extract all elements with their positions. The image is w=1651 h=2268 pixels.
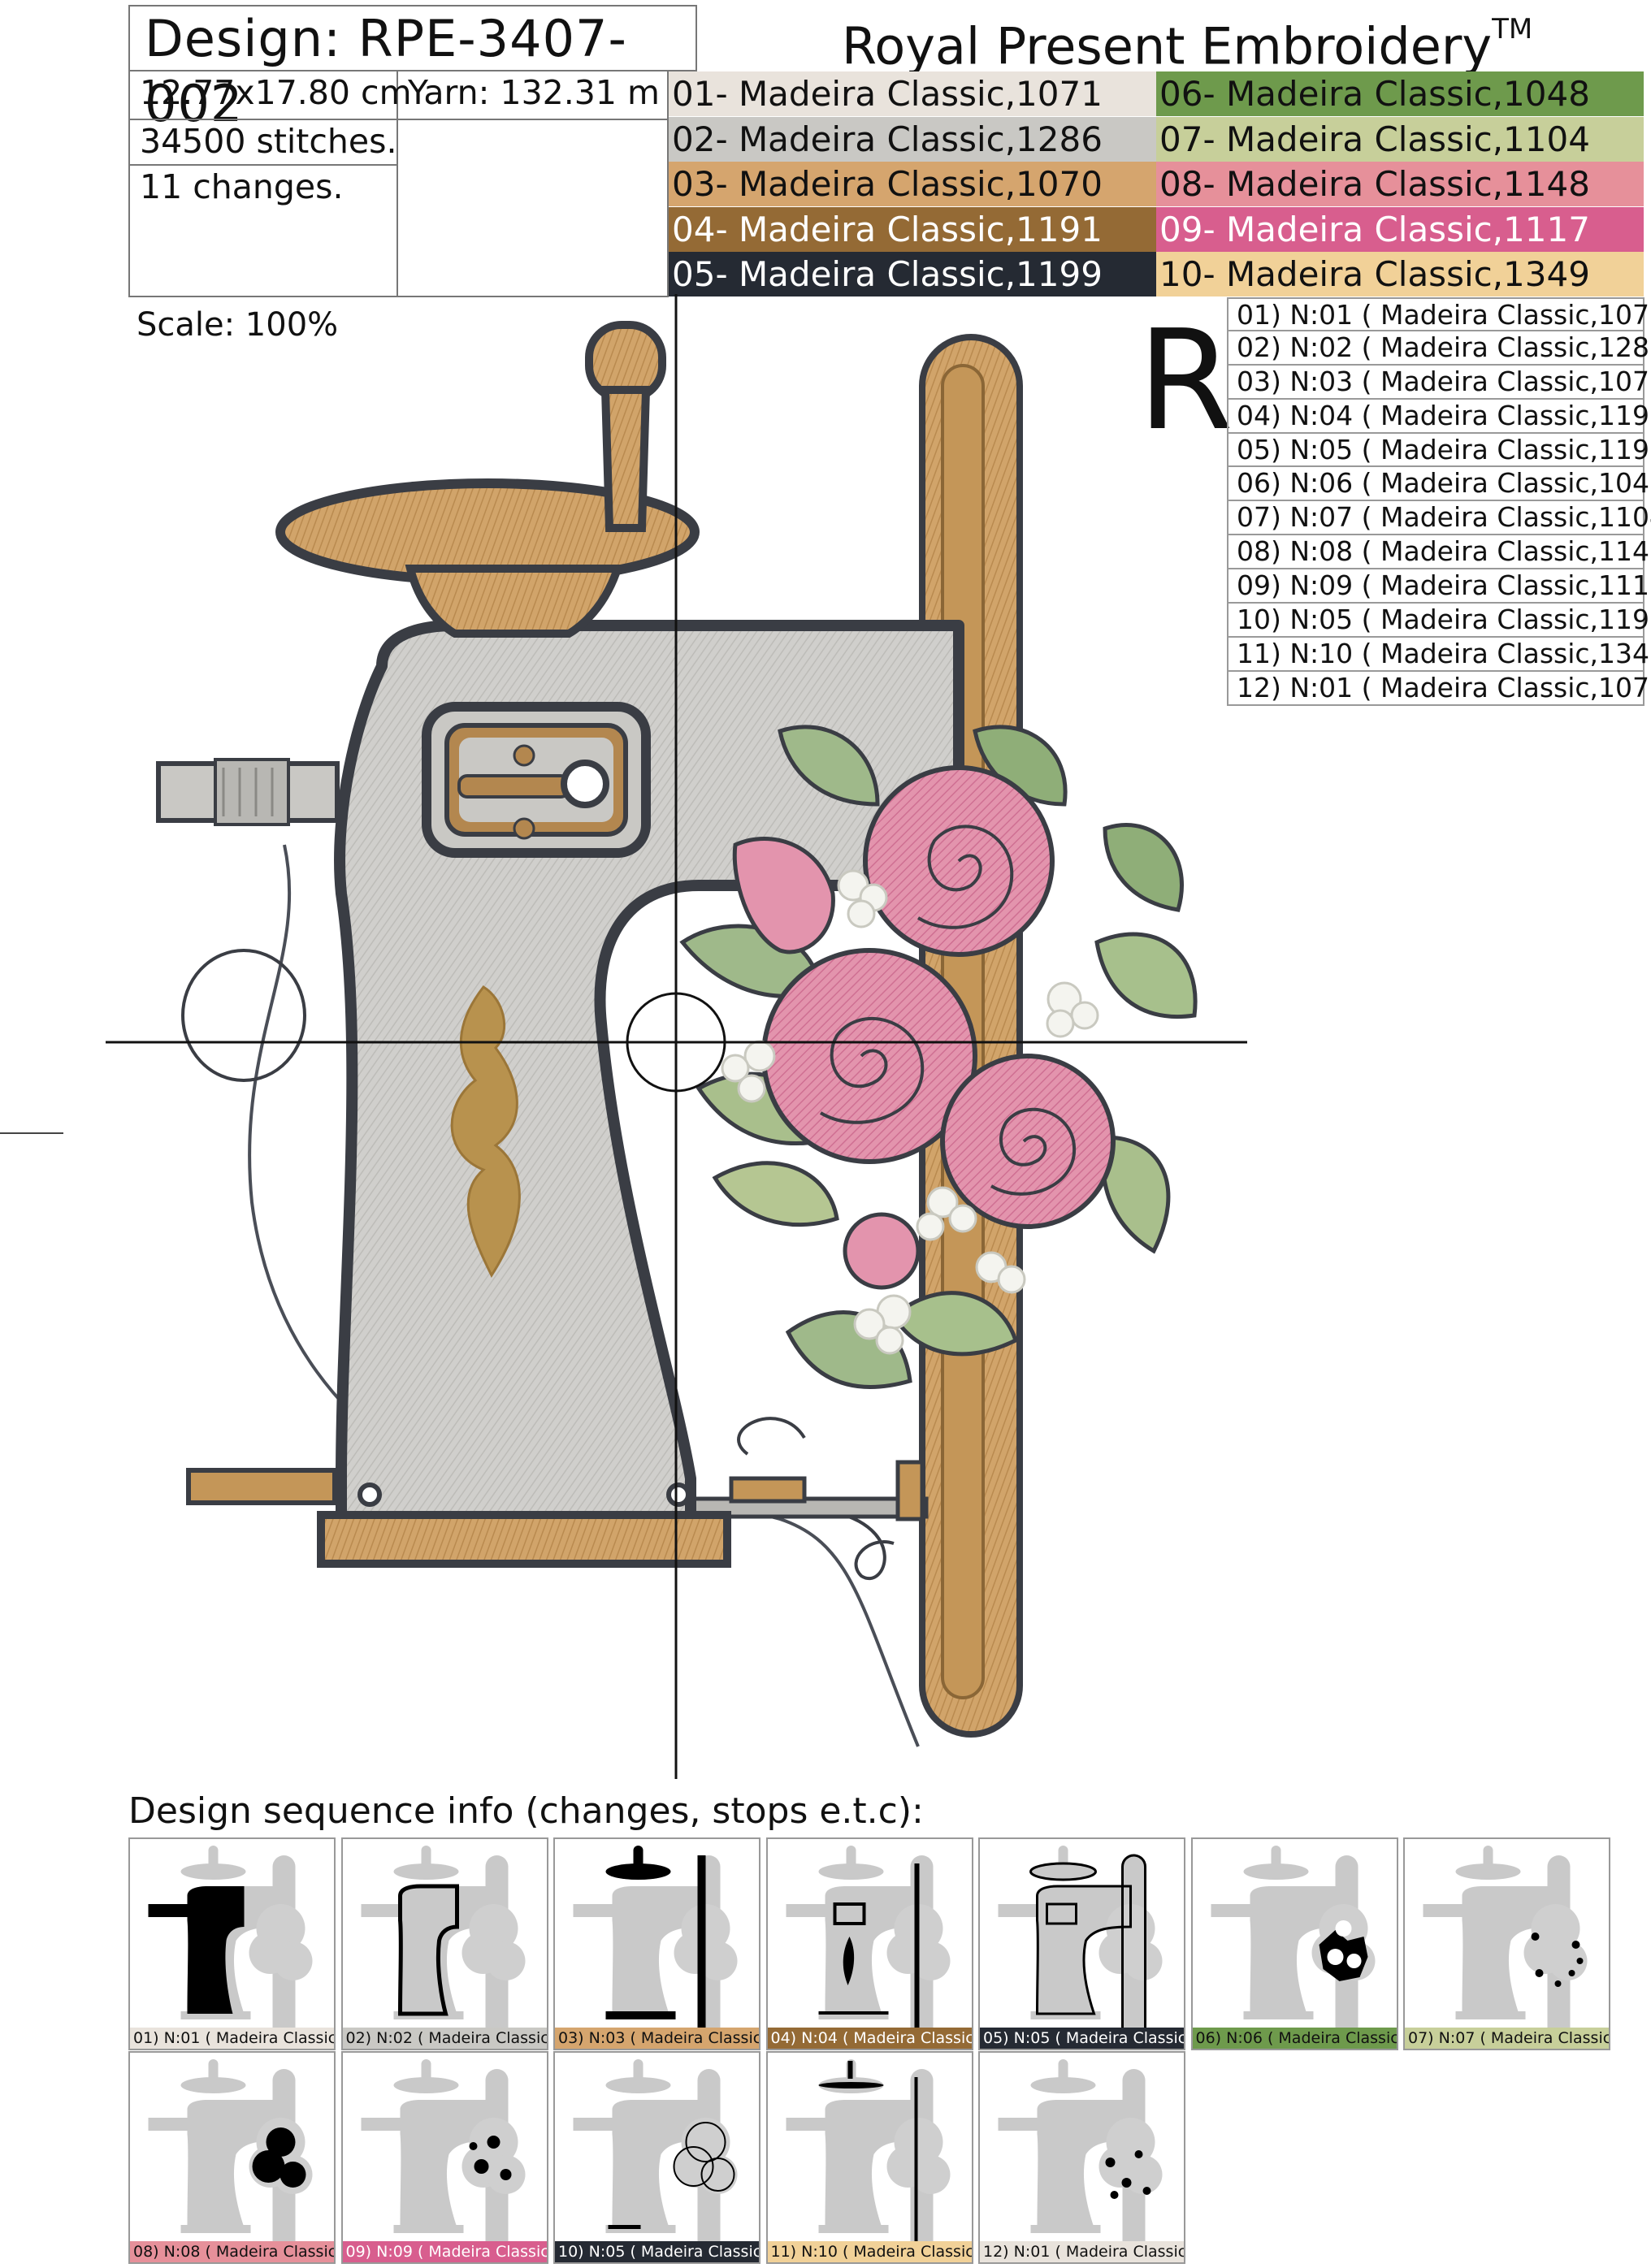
white-blossoms — [721, 869, 1099, 1355]
thumbnail-caption: 05) N:05 ( Madeira Classic — [980, 2028, 1184, 2049]
design-title: Design: RPE-3407-002 — [128, 5, 697, 133]
thumbnail-caption: 12) N:01 ( Madeira Classic,1 — [980, 2241, 1184, 2262]
thumbnail-preview — [361, 1846, 525, 2028]
thread-swatch: 03- Madeira Classic,1070 — [669, 162, 1156, 206]
thread-swatch: 01- Madeira Classic,1071 — [669, 71, 1156, 116]
sequence-thumbnail: 11) N:10 ( Madeira Classic,1 — [765, 2051, 973, 2264]
embroidery-design-preview — [0, 294, 1247, 1779]
rose-lower — [940, 1054, 1116, 1229]
thumbnail-caption: 07) N:07 ( Madeira Classic — [1405, 2028, 1609, 2049]
sequence-row: 06) N:06 ( Madeira Classic,1048) — [1228, 467, 1651, 502]
sequence-thumbnail: 07) N:07 ( Madeira Classic — [1403, 1837, 1610, 2050]
sequence-thumbnail: 04) N:04 ( Madeira Classic — [765, 1837, 973, 2050]
registration-mark: R — [1138, 301, 1234, 461]
thumbnail-preview — [573, 1846, 738, 2028]
thumbnail-preview — [573, 2059, 738, 2241]
thumbnail-caption: 03) N:03 ( Madeira Classic — [555, 2028, 759, 2049]
thread-loop — [181, 949, 306, 1082]
thumbnail-caption: 10) N:05 ( Madeira Classic, — [555, 2241, 759, 2262]
stitch-count: 34500 stitches. — [130, 120, 398, 166]
thread-swatch: 07- Madeira Classic,1104 — [1156, 116, 1644, 162]
rose-bud-small — [843, 1212, 921, 1290]
thumbnail-caption: 11) N:10 ( Madeira Classic,1 — [767, 2241, 972, 2262]
thread-swatch: 02- Madeira Classic,1286 — [669, 116, 1156, 162]
thumbnail-preview — [1211, 1846, 1375, 2028]
thumbnail-caption: 06) N:06 ( Madeira Classic — [1192, 2028, 1397, 2049]
thumbnail-preview — [1423, 1846, 1588, 2028]
sequence-thumbnail: 05) N:05 ( Madeira Classic — [978, 1837, 1185, 2050]
thumbnail-preview — [361, 2059, 525, 2241]
thread-swatch: 08- Madeira Classic,1148 — [1156, 162, 1644, 206]
sequence-thumbnail: 06) N:06 ( Madeira Classic — [1190, 1837, 1398, 2050]
sequence-row: 01) N:01 ( Madeira Classic,1071) — [1228, 297, 1651, 331]
sequence-row: 07) N:07 ( Madeira Classic,1104) — [1228, 501, 1651, 536]
design-info-grid: 12.77x17.80 cm Yarn: 132.31 m 34500 stit… — [128, 71, 669, 297]
sequence-thumbnail: 08) N:08 ( Madeira Classic — [128, 2051, 336, 2264]
thumbnail-preview — [786, 1846, 950, 2028]
sequence-thumbnail: 09) N:09 ( Madeira Classic — [340, 2051, 548, 2264]
sequence-thumbnail: 01) N:01 ( Madeira Classic,1 — [128, 1837, 336, 2050]
sequence-thumbnail: 02) N:02 ( Madeira Classic — [340, 1837, 548, 2050]
design-size: 12.77x17.80 cm — [130, 71, 412, 120]
thumbnail-caption: 02) N:02 ( Madeira Classic — [342, 2028, 547, 2049]
brand-name: Royal Present EmbroideryTM — [842, 5, 1532, 80]
rose-bud — [732, 837, 835, 954]
thread-swatch: 06- Madeira Classic,1048 — [1156, 71, 1644, 116]
thumbnail-preview — [998, 1846, 1163, 2028]
thumbnail-caption: 09) N:09 ( Madeira Classic — [342, 2241, 547, 2262]
machine-base — [317, 1511, 731, 1568]
sequence-row: 11) N:10 ( Madeira Classic,1349) — [1228, 637, 1651, 672]
thumbnail-preview — [998, 2059, 1163, 2241]
sequence-thumbnail: 12) N:01 ( Madeira Classic,1 — [978, 2051, 1185, 2264]
yarn-length: Yarn: 132.31 m — [398, 71, 669, 120]
thread-swatch: 10- Madeira Classic,1349 — [1156, 252, 1644, 296]
thumbnail-preview — [148, 2059, 313, 2241]
thumbnail-caption: 08) N:08 ( Madeira Classic — [130, 2241, 334, 2262]
thread-swatch: 09- Madeira Classic,1117 — [1156, 206, 1644, 252]
thread-swatch: 05- Madeira Classic,1199 — [669, 252, 1156, 296]
sequence-row: 03) N:03 ( Madeira Classic,1070) — [1228, 365, 1651, 400]
brand-text: Royal Present Embroidery — [842, 16, 1493, 76]
sequence-row: 09) N:09 ( Madeira Classic,1117) — [1228, 569, 1651, 604]
thumbnail-preview — [148, 1846, 313, 2028]
sequence-row: 02) N:02 ( Madeira Classic,1286) — [1228, 331, 1651, 366]
sequence-row: 12) N:01 ( Madeira Classic,1071) — [1228, 671, 1651, 706]
sequence-thumbnail: 10) N:05 ( Madeira Classic, — [553, 2051, 760, 2264]
sequence-row: 10) N:05 ( Madeira Classic,1199) — [1228, 604, 1651, 638]
gold-ornament — [450, 985, 521, 1279]
stitch-sequence-list: 01) N:01 ( Madeira Classic,1071)02) N:02… — [1227, 297, 1651, 706]
thumbnail-caption: 01) N:01 ( Madeira Classic,1 — [130, 2028, 334, 2049]
thumbnail-preview — [786, 2059, 950, 2241]
sequence-row: 04) N:04 ( Madeira Classic,1191) — [1228, 399, 1651, 434]
scale-label: Scale: 100% — [136, 306, 339, 344]
crosshair-circle — [626, 992, 726, 1093]
sequence-row: 08) N:08 ( Madeira Classic,1148) — [1228, 535, 1651, 570]
thumbnail-caption: 04) N:04 ( Madeira Classic — [767, 2028, 972, 2049]
trademark-mark: TM — [1492, 13, 1533, 45]
sequence-info-title: Design sequence info (changes, stops e.t… — [128, 1790, 924, 1832]
color-changes: 11 changes. — [130, 166, 398, 297]
sequence-thumbnail: 03) N:03 ( Madeira Classic — [553, 1837, 760, 2050]
thread-swatch: 04- Madeira Classic,1191 — [669, 206, 1156, 252]
sequence-row: 05) N:05 ( Madeira Classic,1199) — [1228, 433, 1651, 468]
